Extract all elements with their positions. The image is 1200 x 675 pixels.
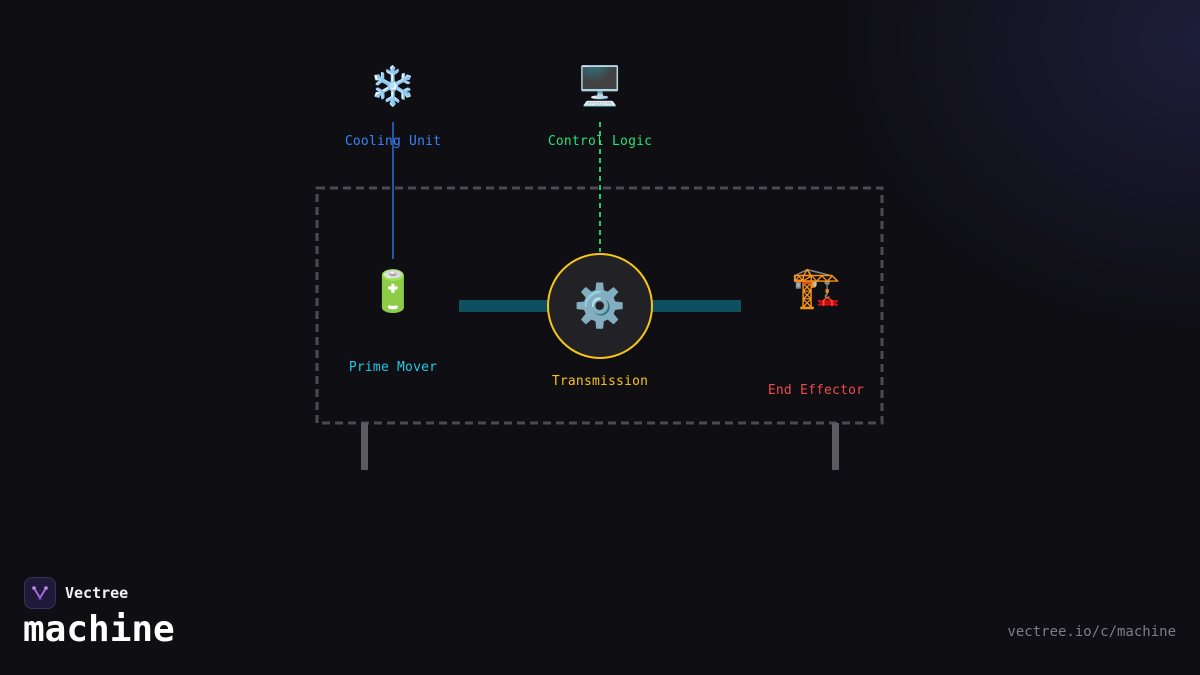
machine-frame bbox=[315, 186, 884, 425]
snowflake-icon: ❄️ bbox=[369, 64, 417, 108]
frame-leg-right bbox=[832, 423, 839, 470]
gear-icon: ⚙️ bbox=[573, 281, 627, 330]
node-label-transmission: Transmission bbox=[551, 374, 649, 389]
brand[interactable]: Vectree bbox=[24, 577, 128, 609]
shaft-transmission-to-effector bbox=[651, 300, 741, 312]
transmission-hub bbox=[547, 253, 653, 359]
vectree-logo-icon bbox=[24, 577, 56, 609]
node-label-cooling-unit: Cooling Unit bbox=[344, 134, 442, 149]
crane-icon: 🏗️ bbox=[791, 265, 841, 311]
frame-leg-left bbox=[361, 423, 368, 470]
shaft-prime-to-transmission bbox=[459, 300, 549, 312]
node-label-prime-mover: Prime Mover bbox=[348, 360, 438, 375]
brand-name: Vectree bbox=[65, 584, 129, 602]
page-url[interactable]: vectree.io/c/machine bbox=[1007, 624, 1176, 640]
battery-icon: 🔋 bbox=[368, 269, 418, 315]
computer-monitor-icon: 🖥️ bbox=[576, 64, 624, 108]
page-title: machine bbox=[23, 609, 175, 650]
node-label-control-logic: Control Logic bbox=[547, 134, 653, 149]
node-label-end-effector: End Effector bbox=[767, 383, 865, 398]
